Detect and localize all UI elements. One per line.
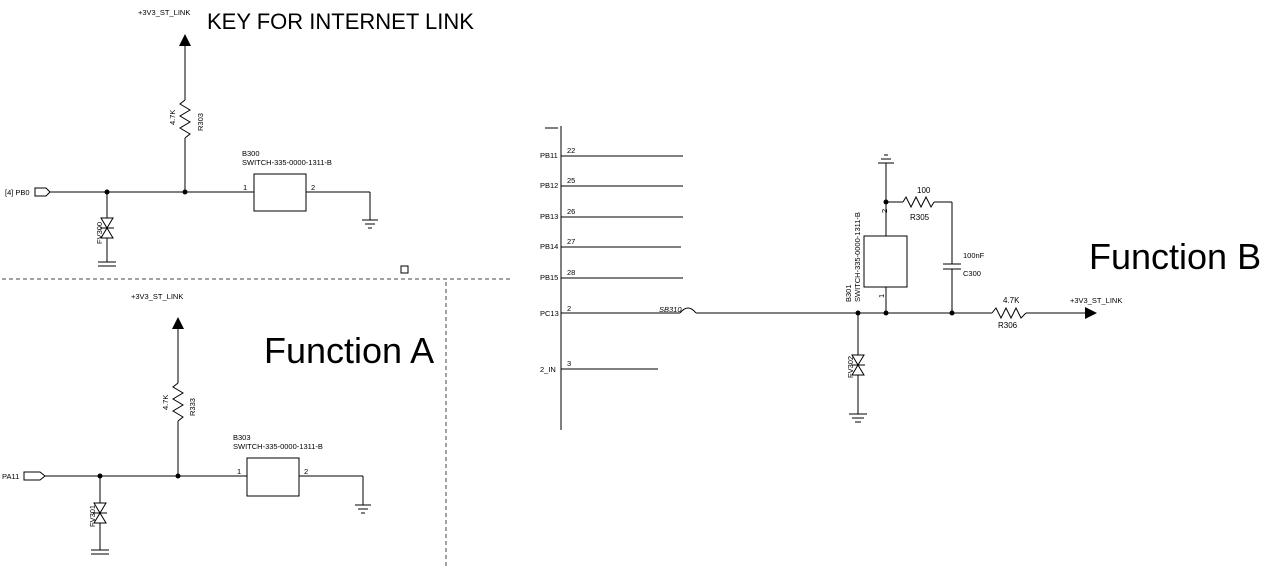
b301-pin2: 2 [880, 209, 889, 213]
pin-number: 26 [567, 207, 575, 216]
ground-icon [849, 413, 867, 423]
c300-value: 100nF [963, 251, 985, 260]
pa11-port [23, 471, 46, 481]
r305-value: 100 [917, 186, 931, 195]
r306-resistor [991, 306, 1027, 320]
r333-resistor [172, 382, 184, 422]
pin-number: 25 [567, 176, 575, 185]
sb310-ref: SB310 [659, 305, 682, 314]
r306-ref: R306 [998, 321, 1018, 330]
b300-part: SWITCH-335-0000-1311-B [242, 158, 332, 167]
pin-name: PB12 [540, 181, 558, 190]
pin-name: PB14 [540, 242, 558, 251]
b301-switch [863, 235, 908, 288]
b303-pin2: 2 [304, 467, 308, 476]
mcu-pin-row: PC13 2 [540, 304, 571, 318]
b300-ref: B300 [242, 149, 260, 158]
b303-part: SWITCH-335-0000-1311-B [233, 442, 323, 451]
pin-name: 2_IN [540, 365, 556, 374]
r305-resistor [902, 195, 935, 209]
b303-switch [246, 457, 300, 497]
supply-arrow-icon [179, 34, 191, 46]
b301-ref: B301 [844, 284, 853, 302]
b303-ref: B303 [233, 433, 251, 442]
selection-handle[interactable] [400, 265, 409, 274]
fv300-ref: FV300 [95, 222, 104, 244]
ground-icon [878, 154, 894, 170]
b-supply-label: +3V3_ST_LINK [1070, 296, 1122, 305]
top-supply-label: +3V3_ST_LINK [138, 8, 190, 17]
function-b-heading: Function B [1089, 236, 1261, 277]
ground-icon [91, 549, 109, 555]
mcu-pin-row: PB12 25 [540, 176, 683, 190]
function-a-circuit: +3V3_ST_LINK Function A 4.7K R333 PA11 B… [2, 292, 434, 555]
b300-pin1: 1 [243, 183, 247, 192]
pin-number: 28 [567, 268, 575, 277]
r333-ref: R333 [188, 398, 197, 416]
fv301-ref: FV301 [88, 505, 97, 527]
r306-value: 4.7K [1003, 296, 1020, 305]
sb310-bridge [679, 307, 697, 314]
pin-number: 2 [567, 304, 571, 313]
supply-arrow-icon [1085, 307, 1097, 319]
mcu-pin-row: PB14 27 [540, 237, 681, 251]
r333-value: 4.7K [161, 395, 170, 410]
mcu-pin-row: PB13 26 [540, 207, 683, 221]
a-supply-label: +3V3_ST_LINK [131, 292, 183, 301]
c300-ref: C300 [963, 269, 981, 278]
mcu-pin-row: PB15 28 [540, 268, 683, 282]
b301-pin1: 1 [877, 294, 886, 298]
b300-pin2: 2 [311, 183, 315, 192]
r303-resistor [179, 99, 191, 139]
mcu-pin-row: 2_IN 3 [540, 359, 658, 374]
fv302-ref: FV302 [846, 356, 855, 378]
pin-name: PB11 [540, 151, 558, 160]
pin-number: 27 [567, 237, 575, 246]
b303-pin1: 1 [237, 467, 241, 476]
key-circuit: +3V3_ST_LINK KEY FOR INTERNET LINK 4.7K … [5, 8, 474, 267]
pb0-port [34, 187, 51, 197]
ground-icon [355, 504, 371, 514]
function-b-circuit: Function B PB11 22 PB12 25 PB13 26 PB14 … [540, 126, 1261, 430]
c300-capacitor [943, 263, 961, 270]
key-title: KEY FOR INTERNET LINK [207, 9, 474, 34]
r305-ref: R305 [910, 213, 930, 222]
pin-name: PC13 [540, 309, 559, 318]
r303-value: 4.7K [168, 110, 177, 125]
function-a-heading: Function A [264, 330, 434, 371]
pin-number: 3 [567, 359, 571, 368]
pa11-label: PA11 [2, 472, 19, 481]
ground-icon [98, 261, 116, 267]
mcu-pin-row: PB11 22 [540, 146, 683, 160]
b300-switch [253, 173, 307, 212]
supply-arrow-icon [172, 317, 184, 329]
pin-name: PB13 [540, 212, 558, 221]
pb0-label: [4] PB0 [5, 188, 30, 197]
b301-part: SWITCH-335-0000-1311-B [853, 212, 862, 302]
r303-ref: R303 [196, 113, 205, 131]
pin-number: 22 [567, 146, 575, 155]
pin-name: PB15 [540, 273, 558, 282]
ground-icon [362, 219, 378, 229]
